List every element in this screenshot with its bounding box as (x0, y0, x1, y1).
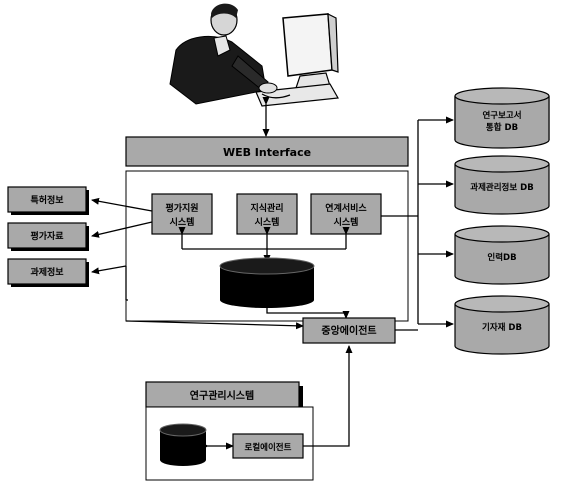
left-box-evaluation: 평가자료 (7, 222, 89, 251)
system-evaluation-support: 평가지원 시스템 (151, 193, 213, 235)
central-database-icon (219, 257, 315, 308)
db-project-management: 과제관리정보 DB (454, 155, 550, 215)
center-connectors (178, 227, 350, 263)
system-linked-service: 연계서비스 시스템 (310, 193, 382, 235)
central-agent-box: 중앙에이전트 (302, 317, 396, 344)
db-human-resources: 인력DB (454, 225, 550, 285)
system-knowledge-management: 지식관리 시스템 (236, 193, 298, 235)
db-equipment: 기자재 DB (454, 295, 550, 355)
svg-text:연계서비스: 연계서비스 (325, 202, 367, 214)
svg-text:인력DB: 인력DB (487, 252, 516, 263)
local-agent-box: 로컬에이전트 (232, 433, 304, 459)
svg-text:통합 DB: 통합 DB (486, 122, 518, 133)
svg-text:연구보고서: 연구보고서 (482, 110, 521, 121)
left-box-label: 과제정보 (30, 266, 64, 278)
left-box-label: 특허정보 (30, 194, 64, 206)
svg-text:시스템: 시스템 (255, 216, 280, 228)
left-connectors (91, 197, 153, 301)
local-database-icon (159, 423, 207, 466)
local-central-connector (303, 345, 353, 447)
central-agent-label: 중앙에이전트 (321, 324, 376, 337)
svg-text:시스템: 시스템 (170, 216, 195, 228)
svg-text:평가지원: 평가지원 (165, 202, 198, 214)
svg-text:지식관리: 지식관리 (250, 202, 283, 214)
db-agent-connector (266, 305, 350, 319)
svg-text:기자재 DB: 기자재 DB (482, 322, 522, 333)
svg-text:시스템: 시스템 (334, 216, 359, 228)
left-box-project: 과제정보 (7, 258, 89, 287)
db-research-reports: 연구보고서 통합 DB (454, 87, 550, 149)
left-box-patent: 특허정보 (7, 186, 89, 215)
user-at-computer-icon (169, 3, 339, 107)
right-connectors (381, 116, 454, 331)
web-interface-bar: WEB Interface (125, 136, 409, 167)
local-agent-label: 로컬에이전트 (245, 442, 292, 453)
web-interface-label: WEB Interface (223, 146, 311, 159)
svg-text:과제관리정보 DB: 과제관리정보 DB (470, 182, 533, 193)
frame-agent-connector (125, 320, 304, 330)
left-box-label: 평가자료 (30, 230, 64, 242)
research-system-title: 연구관리시스템 (190, 389, 254, 402)
